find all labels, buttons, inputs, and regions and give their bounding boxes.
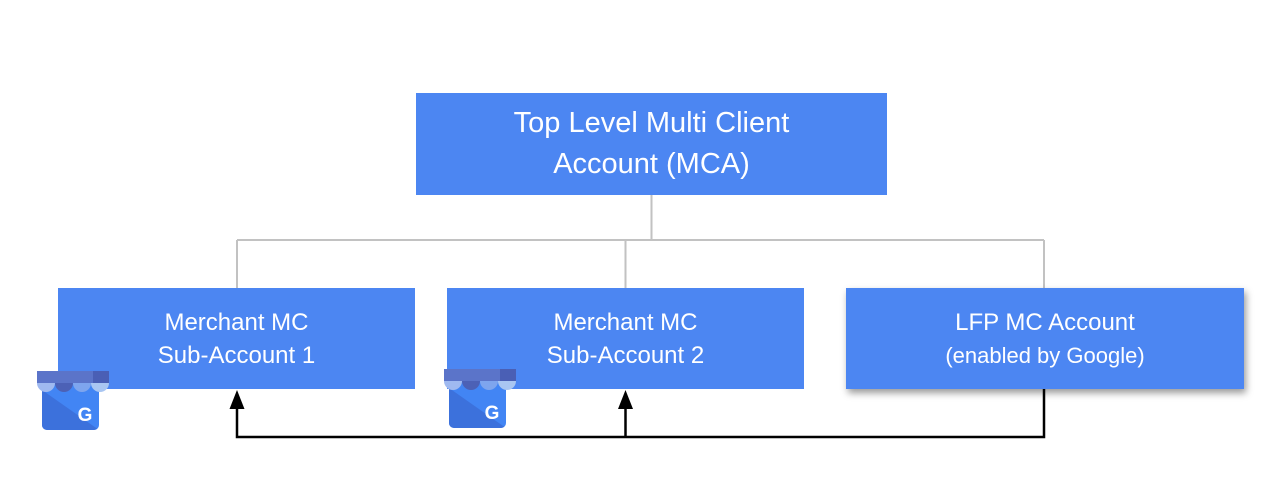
awning-scallop-2: [462, 381, 480, 390]
google-business-icon: G: [444, 369, 516, 428]
node-label-line2: Sub-Account 2: [546, 341, 705, 369]
arrowhead-to-sub1: [229, 390, 245, 409]
node-lfp-mc-account: LFP MC Account (enabled by Google): [846, 288, 1244, 389]
node-label-line2: (enabled by Google): [945, 342, 1145, 368]
awning-scallop-1: [37, 383, 55, 392]
google-business-icon: G: [37, 371, 109, 430]
node-label-line2: Sub-Account 1: [157, 341, 316, 369]
node-label-line1: Merchant MC: [553, 308, 698, 336]
storefront-fold: [42, 390, 99, 430]
awning-scallop-4: [498, 381, 516, 390]
tree-connector-lines: [236, 195, 1045, 288]
node-label-line1: Top Level Multi Client: [513, 107, 790, 139]
awning-band-end: [93, 371, 109, 383]
awning-scallop-3: [480, 381, 498, 390]
google-g-letter: G: [485, 403, 500, 424]
node-label-line2: Account (MCA): [553, 148, 750, 180]
awning-scallop-2: [55, 383, 73, 392]
awning-scallop-4: [91, 383, 109, 392]
node-label-line1: Merchant MC: [164, 308, 309, 336]
feed-flow-lines: [235, 389, 1046, 439]
awning-scallop-3: [73, 383, 91, 392]
storefront-fold: [449, 388, 506, 428]
google-g-letter: G: [78, 405, 93, 426]
awning-scallop-1: [444, 381, 462, 390]
node-top-level-mca: Top Level Multi Client Account (MCA): [416, 93, 887, 195]
node-merchant-sub-account-1: Merchant MC Sub-Account 1: [58, 288, 415, 389]
awning-band: [444, 369, 516, 381]
awning-band: [37, 371, 109, 383]
arrowhead-to-sub2: [618, 390, 633, 409]
node-label-line1: LFP MC Account: [955, 308, 1135, 336]
awning-band-end: [500, 369, 516, 381]
